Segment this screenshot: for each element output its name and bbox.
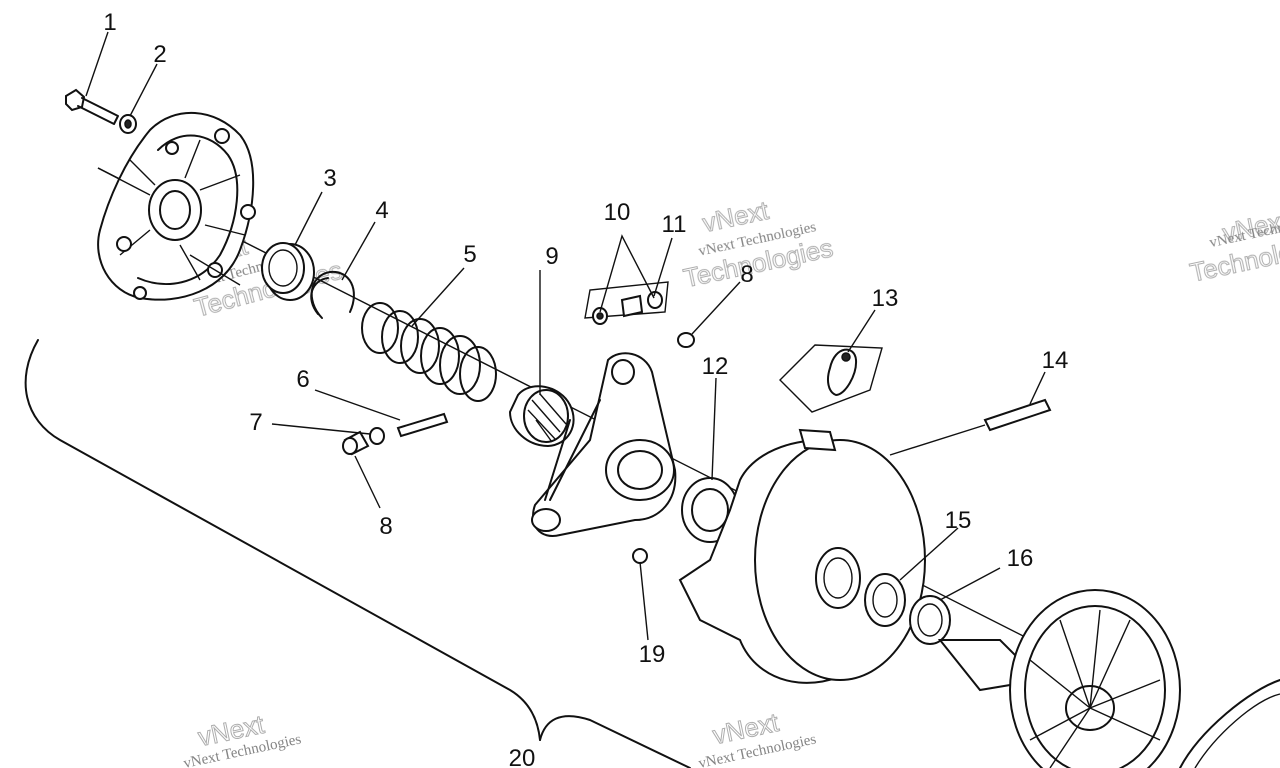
callout-13: 13 xyxy=(872,285,899,312)
watermark-3: vNext vNext Technologies Technologies xyxy=(1187,204,1280,288)
callout-8-upper: 8 xyxy=(740,261,753,288)
callout-6: 6 xyxy=(296,366,309,393)
part-1-bolt xyxy=(65,88,119,125)
callout-11: 11 xyxy=(662,211,687,238)
assembly-bracket-left xyxy=(24,339,541,741)
part-2-washer xyxy=(119,114,137,134)
watermark-2: vNext vNext Technologies Technologies xyxy=(680,194,836,293)
part-14-pin xyxy=(889,398,1052,456)
callout-16: 16 xyxy=(1007,545,1034,572)
callout-19: 19 xyxy=(639,641,666,668)
part-3-bushing xyxy=(261,242,315,301)
fixed-sheave xyxy=(937,589,1280,768)
part-19-nut xyxy=(632,548,648,564)
callout-14: 14 xyxy=(1042,347,1069,374)
part-8-roller-lower xyxy=(342,430,370,456)
callout-4: 4 xyxy=(375,197,388,224)
callout-9: 9 xyxy=(545,243,558,270)
lever-arm xyxy=(531,352,677,537)
callout-12: 12 xyxy=(702,353,729,380)
part-6-pin xyxy=(396,412,449,438)
callout-20: 20 xyxy=(509,745,536,768)
callout-3: 3 xyxy=(323,165,336,192)
callout-labels: 1 2 3 4 5 6 7 8 8 9 10 11 12 13 14 15 16… xyxy=(103,9,1068,768)
part-15-washer xyxy=(864,573,906,627)
callout-5: 5 xyxy=(463,241,476,268)
part-8-roller-upper xyxy=(677,332,695,348)
assembly-bracket-right xyxy=(539,715,691,768)
callout-1: 1 xyxy=(103,9,116,36)
cover-plate xyxy=(97,111,256,301)
part-16-washer xyxy=(909,595,951,645)
watermark-5: vNext vNext Technologies xyxy=(697,706,818,768)
watermark-4: vNext vNext Technologies xyxy=(182,708,303,768)
part-9-spider xyxy=(508,385,575,448)
callout-10: 10 xyxy=(604,199,631,226)
callout-8-lower: 8 xyxy=(379,513,392,540)
part-7-roller xyxy=(369,427,385,445)
part-13-weight xyxy=(779,344,883,413)
callout-2: 2 xyxy=(153,41,166,68)
part-4-snap-ring xyxy=(310,270,355,319)
part-5-spring xyxy=(361,302,497,402)
movable-sheave xyxy=(678,428,926,684)
callout-7: 7 xyxy=(249,409,262,436)
parts-10-11-box xyxy=(584,281,669,325)
leader-lines xyxy=(85,31,1046,641)
callout-15: 15 xyxy=(945,507,972,534)
